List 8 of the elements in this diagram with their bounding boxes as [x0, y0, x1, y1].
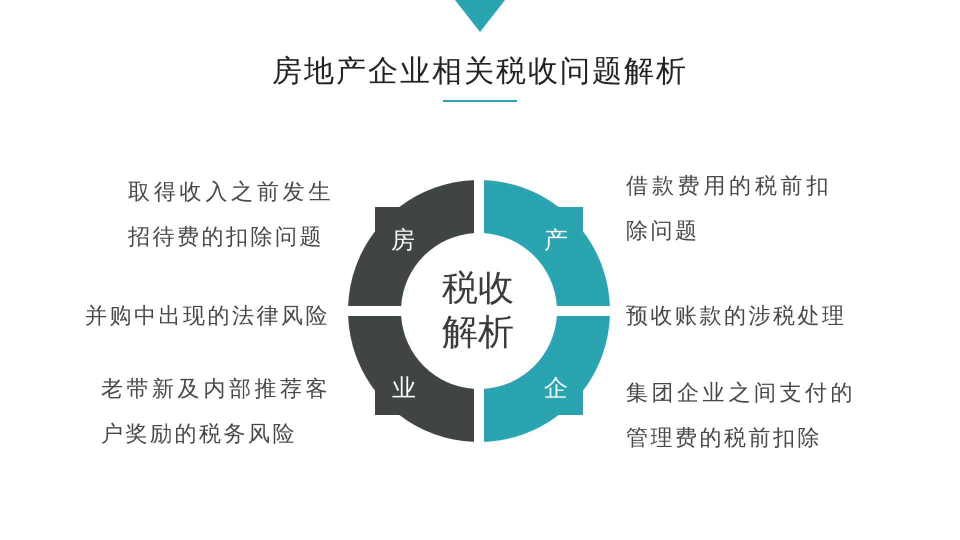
title: 房地产企业相关税收问题解析: [272, 53, 688, 91]
description-text: 取得收入之前发生招待费的扣除问题: [128, 178, 333, 252]
description-text: 预收账款的涉税处理: [626, 302, 846, 330]
description-text: 借款费用的税前扣除问题: [626, 172, 831, 246]
description-text: 集团企业之间支付的管理费的税前扣除: [626, 380, 855, 452]
description-text: 并购中出现的法律风险: [85, 302, 330, 330]
hub-text: 税收解析: [440, 267, 516, 355]
description-text: 老带新及内部推荐客户奖励的税务风险: [101, 376, 330, 448]
